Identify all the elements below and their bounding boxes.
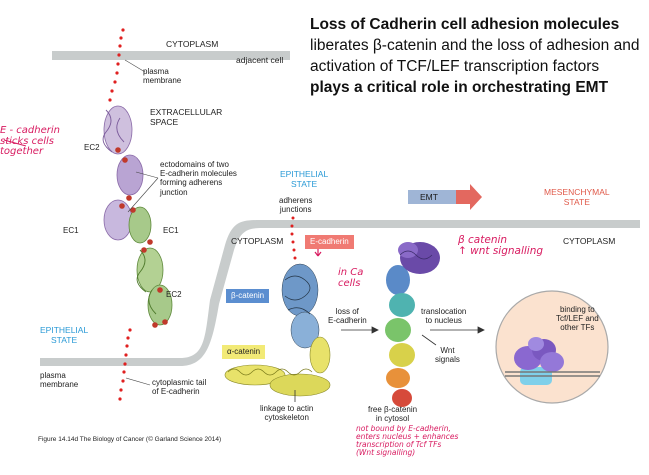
top-membrane bbox=[52, 51, 290, 60]
tag-beta-catenin: β-catenin bbox=[226, 289, 270, 303]
tcf-lef-complex bbox=[505, 337, 600, 385]
heading-normal: liberates β-catenin and the loss of adhe… bbox=[310, 37, 640, 75]
label-cytoplasm-right: CYTOPLASM bbox=[563, 236, 616, 246]
bound-beta-catenin-structure bbox=[281, 263, 320, 349]
label-ec2-bottom: EC2 bbox=[166, 290, 182, 299]
ecadherin-ectodomains bbox=[102, 105, 173, 328]
label-cytoplasm-top: CYTOPLASM bbox=[166, 39, 219, 49]
tag-alpha-catenin: α-catenin bbox=[222, 345, 266, 359]
label-adherens-junctions: adherens junctions bbox=[279, 196, 313, 215]
alpha-catenin-structure bbox=[224, 336, 331, 397]
label-loss-of-ecadherin: loss of E-cadherin bbox=[328, 307, 367, 326]
label-ec2-top: EC2 bbox=[84, 143, 100, 152]
label-ec1-right: EC1 bbox=[163, 226, 179, 235]
label-cytoplasm-left: CYTOPLASM bbox=[231, 236, 284, 246]
label-epithelial-state-left: EPITHELIAL STATE bbox=[40, 325, 89, 345]
label-plasma-membrane-top: plasma membrane bbox=[143, 67, 182, 86]
wnt-signal-protein bbox=[398, 242, 440, 274]
handwritten-left-note: E - cadherin sticks cells together bbox=[0, 125, 60, 157]
label-mesenchymal-state: MESENCHYMAL STATE bbox=[544, 187, 610, 207]
label-binding: binding to Tcf/LEF and other TFs bbox=[556, 305, 599, 333]
label-adjacent-cell: adjacent cell bbox=[236, 55, 284, 65]
label-emt: EMT bbox=[420, 192, 438, 202]
label-ec1-left: EC1 bbox=[63, 226, 79, 235]
label-translocation: translocation to nucleus bbox=[421, 307, 467, 326]
label-extracellular-space: EXTRACELLULAR SPACE bbox=[150, 107, 223, 127]
handwritten-bottom-note: not bound by E-cadherin, enters nucleus … bbox=[356, 424, 459, 457]
hand-line bbox=[3, 139, 27, 147]
label-free-beta-catenin: free β-catenin in cytosol bbox=[368, 405, 418, 424]
process-arrows bbox=[294, 326, 485, 402]
label-ectodomains: ectodomains of two E-cadherin molecules … bbox=[160, 160, 237, 197]
figure-caption: Figure 14.14d The Biology of Cancer (© G… bbox=[38, 436, 222, 443]
label-linkage: linkage to actin cytoskeleton bbox=[260, 404, 314, 423]
heading-bold-1: Loss of Cadherin cell adhesion molecules bbox=[310, 16, 620, 33]
tag-e-cadherin: E-cadherin bbox=[305, 235, 354, 249]
ecadherin-chain-left bbox=[108, 28, 132, 401]
handwritten-in-ca-cells: in Ca cells bbox=[338, 267, 364, 289]
heading-bold-2: plays a critical role in orchestrating E… bbox=[310, 79, 609, 96]
slide-heading: Loss of Cadherin cell adhesion molecules… bbox=[310, 14, 640, 98]
free-beta-catenin-structure bbox=[385, 265, 415, 407]
handwritten-beta-catenin-note: β catenin ↑ wnt signalling bbox=[458, 234, 544, 258]
left-leader-lines bbox=[124, 59, 159, 386]
label-cytoplasmic-tail: cytoplasmic tail of E-cadherin bbox=[152, 378, 207, 397]
emt-box bbox=[408, 190, 456, 204]
label-plasma-membrane-bottom: plasma membrane bbox=[40, 371, 79, 390]
label-epithelial-state-right: EPITHELIAL STATE bbox=[280, 169, 329, 189]
label-wnt-signals: Wnt signals bbox=[435, 346, 460, 365]
